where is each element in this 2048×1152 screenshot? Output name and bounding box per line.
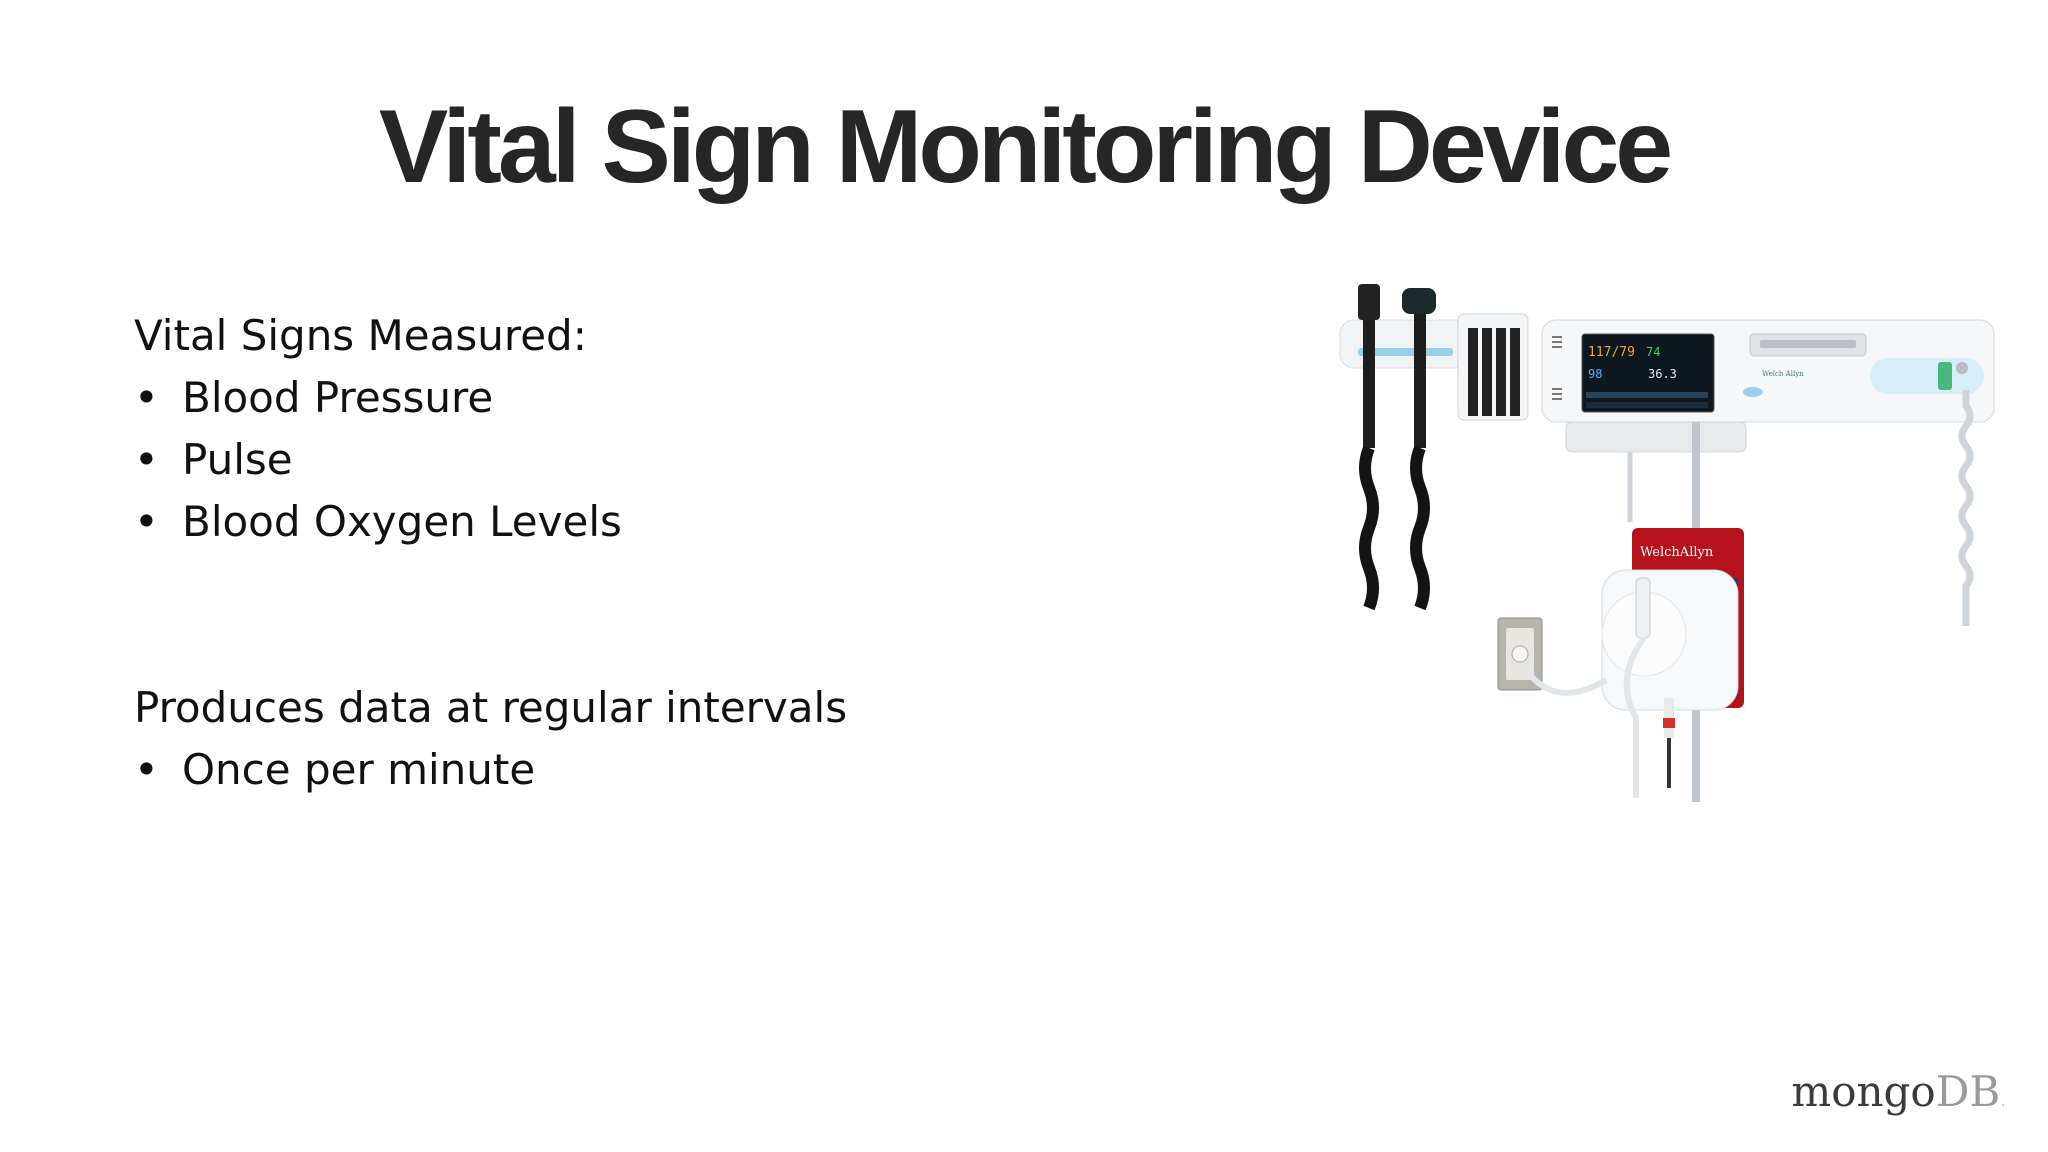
bullet-icon: • [134, 497, 159, 546]
list-item-text: Blood Pressure [182, 373, 494, 422]
screen-pulse-value: 74 [1646, 345, 1660, 359]
bullet-icon: • [134, 745, 159, 794]
logo-text-main: mongo [1791, 1067, 1936, 1116]
list-item: • Once per minute [134, 739, 1234, 801]
otoscope-head [1358, 284, 1380, 320]
vital-sign-monitor-image: 117/79 74 98 36.3 Welch Allyn WelchAllyn [1339, 284, 1995, 802]
bullet-list: • Blood Pressure • Pulse • Blood Oxygen Lev… [134, 367, 1234, 553]
list-item: • Blood Pressure [134, 367, 1234, 429]
section-heading: Vital Signs Measured: [134, 311, 587, 360]
section-vital-signs: Vital Signs Measured: • Blood Pressure • P… [134, 305, 1234, 553]
section-heading: Produces data at regular intervals [134, 683, 848, 732]
bullet-icon: • [134, 435, 159, 484]
list-item-text: Pulse [182, 435, 293, 484]
logo-dot: . [2000, 1090, 2006, 1111]
screen-bp-value: 117/79 [1588, 345, 1635, 360]
bullet-icon: • [134, 373, 159, 422]
thermometer-holder [1870, 358, 1984, 394]
mongodb-logo: mongoDB. [1791, 1067, 2006, 1116]
list-item-text: Blood Oxygen Levels [182, 497, 622, 546]
slide-content: Vital Signs Measured: •Blood Pressure •P… [134, 305, 1234, 801]
monitor-brand-label: Welch Allyn [1762, 370, 1804, 378]
screen-spo2-value: 98 [1588, 367, 1602, 381]
cuff-brand-label: WelchAllyn [1640, 545, 1714, 560]
list-item-text: Once per minute [182, 745, 536, 794]
list-item: • Pulse [134, 429, 1234, 491]
instrument-holder [1339, 319, 1469, 369]
section-intervals: Produces data at regular intervals • Once… [134, 677, 1234, 801]
logo-text-db: DB [1935, 1067, 2001, 1116]
bullet-list: • Once per minute [134, 739, 1234, 801]
ophthalmoscope-head [1402, 288, 1436, 314]
list-item: • Blood Oxygen Levels [134, 491, 1234, 553]
slide-title: Vital Sign Monitoring Device [378, 89, 1673, 205]
screen-temp-value: 36.3 [1648, 367, 1677, 381]
